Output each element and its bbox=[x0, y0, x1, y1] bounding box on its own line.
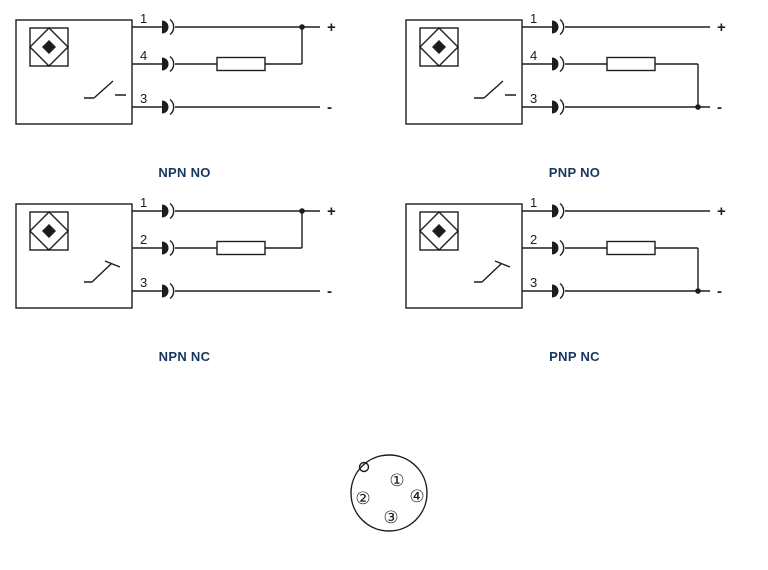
connector-plug-icon bbox=[559, 55, 565, 73]
connector-pin-1: ① bbox=[389, 471, 404, 491]
pin3-number: 3 bbox=[140, 91, 147, 106]
diagram-caption: NPN NO bbox=[158, 165, 211, 180]
connector-plug-icon bbox=[169, 18, 175, 36]
connector-socket-icon bbox=[162, 284, 169, 298]
wiring-diagram-npn-nc: 1 + 2 3 - bbox=[15, 198, 336, 309]
connector-socket-icon bbox=[552, 241, 559, 255]
pin2-number: 2 bbox=[530, 232, 537, 247]
connector-socket-icon bbox=[162, 204, 169, 218]
diagram-pnp-nc: 1 + 2 3 - PNP NC bbox=[402, 198, 747, 364]
connector-plug-icon bbox=[559, 239, 565, 257]
wiring-diagram-pnp-nc: 1 + 2 3 - bbox=[405, 198, 726, 309]
connector-socket-icon bbox=[552, 20, 559, 34]
diagram-pnp-no: 1 + 4 3 - PNP NO bbox=[402, 14, 747, 180]
connector-socket-icon bbox=[552, 57, 559, 71]
connector-plug-icon bbox=[559, 202, 565, 220]
pin4-number: 4 bbox=[140, 48, 147, 63]
diagram-npn-no: 1 + 4 3 - NPN NO bbox=[12, 14, 357, 180]
diagram-caption: PNP NO bbox=[548, 165, 601, 180]
connector-plug-icon bbox=[559, 282, 565, 300]
pin1-number: 1 bbox=[140, 14, 147, 26]
connector-plug-icon bbox=[169, 55, 175, 73]
connector-plug-icon bbox=[559, 98, 565, 116]
switch-no-icon bbox=[474, 80, 516, 99]
connector-socket-icon bbox=[162, 20, 169, 34]
minus-terminal-label: - bbox=[717, 283, 722, 300]
pin3-number: 3 bbox=[140, 275, 147, 290]
pin2-number: 2 bbox=[140, 232, 147, 247]
pin1-number: 1 bbox=[530, 14, 537, 26]
connector-socket-icon bbox=[162, 100, 169, 114]
pin1-number: 1 bbox=[140, 198, 147, 210]
minus-terminal-label: - bbox=[327, 283, 332, 300]
connector-pinout-block: ① ④ ② ③ bbox=[334, 440, 444, 550]
proximity-sensor-icon bbox=[419, 27, 459, 67]
connector-socket-icon bbox=[552, 204, 559, 218]
connector-socket-icon bbox=[552, 100, 559, 114]
keyway-notch bbox=[358, 461, 370, 473]
sensor-box bbox=[405, 19, 523, 125]
minus-terminal-label: - bbox=[327, 99, 332, 116]
connector-plug-icon bbox=[169, 282, 175, 300]
diagram-caption: NPN NC bbox=[158, 349, 211, 364]
wiring-diagram-npn-no: 1 + 4 3 - bbox=[15, 14, 336, 125]
plus-terminal-label: + bbox=[717, 203, 726, 220]
pin3-number: 3 bbox=[530, 275, 537, 290]
switch-nc-icon bbox=[84, 260, 121, 283]
connector-plug-icon bbox=[169, 239, 175, 257]
load-resistor bbox=[216, 240, 266, 256]
load-branch-up bbox=[265, 27, 303, 65]
plus-terminal-label: + bbox=[327, 203, 336, 220]
load-branch-down bbox=[655, 63, 699, 107]
connector-pinout: ① ④ ② ③ bbox=[350, 454, 428, 532]
pin4-number: 4 bbox=[530, 48, 537, 63]
switch-nc-icon bbox=[474, 260, 511, 283]
load-branch-up bbox=[265, 211, 303, 249]
minus-terminal-label: - bbox=[717, 99, 722, 116]
diagram-caption: PNP NC bbox=[549, 349, 600, 364]
wiring-diagram-pnp-no: 1 + 4 3 - bbox=[405, 14, 726, 125]
load-branch-down bbox=[655, 247, 699, 291]
connector-pin-4: ④ bbox=[409, 487, 424, 507]
connector-socket-icon bbox=[552, 284, 559, 298]
proximity-sensor-icon bbox=[29, 211, 69, 251]
connector-pin-3: ③ bbox=[383, 508, 398, 528]
proximity-sensor-icon bbox=[29, 27, 69, 67]
diagram-npn-nc: 1 + 2 3 - NPN NC bbox=[12, 198, 357, 364]
load-resistor bbox=[216, 56, 266, 72]
connector-plug-icon bbox=[559, 18, 565, 36]
switch-no-icon bbox=[84, 80, 126, 99]
connector-pin-2: ② bbox=[355, 489, 370, 509]
load-resistor bbox=[606, 240, 656, 256]
connector-plug-icon bbox=[169, 98, 175, 116]
sensor-box bbox=[15, 19, 133, 125]
plus-terminal-label: + bbox=[717, 19, 726, 36]
sensor-box bbox=[15, 203, 133, 309]
plus-terminal-label: + bbox=[327, 19, 336, 36]
proximity-sensor-icon bbox=[419, 211, 459, 251]
pin3-number: 3 bbox=[530, 91, 537, 106]
load-resistor bbox=[606, 56, 656, 72]
connector-socket-icon bbox=[162, 241, 169, 255]
connector-plug-icon bbox=[169, 202, 175, 220]
pin1-number: 1 bbox=[530, 198, 537, 210]
connector-body bbox=[350, 454, 428, 532]
sensor-box bbox=[405, 203, 523, 309]
connector-socket-icon bbox=[162, 57, 169, 71]
